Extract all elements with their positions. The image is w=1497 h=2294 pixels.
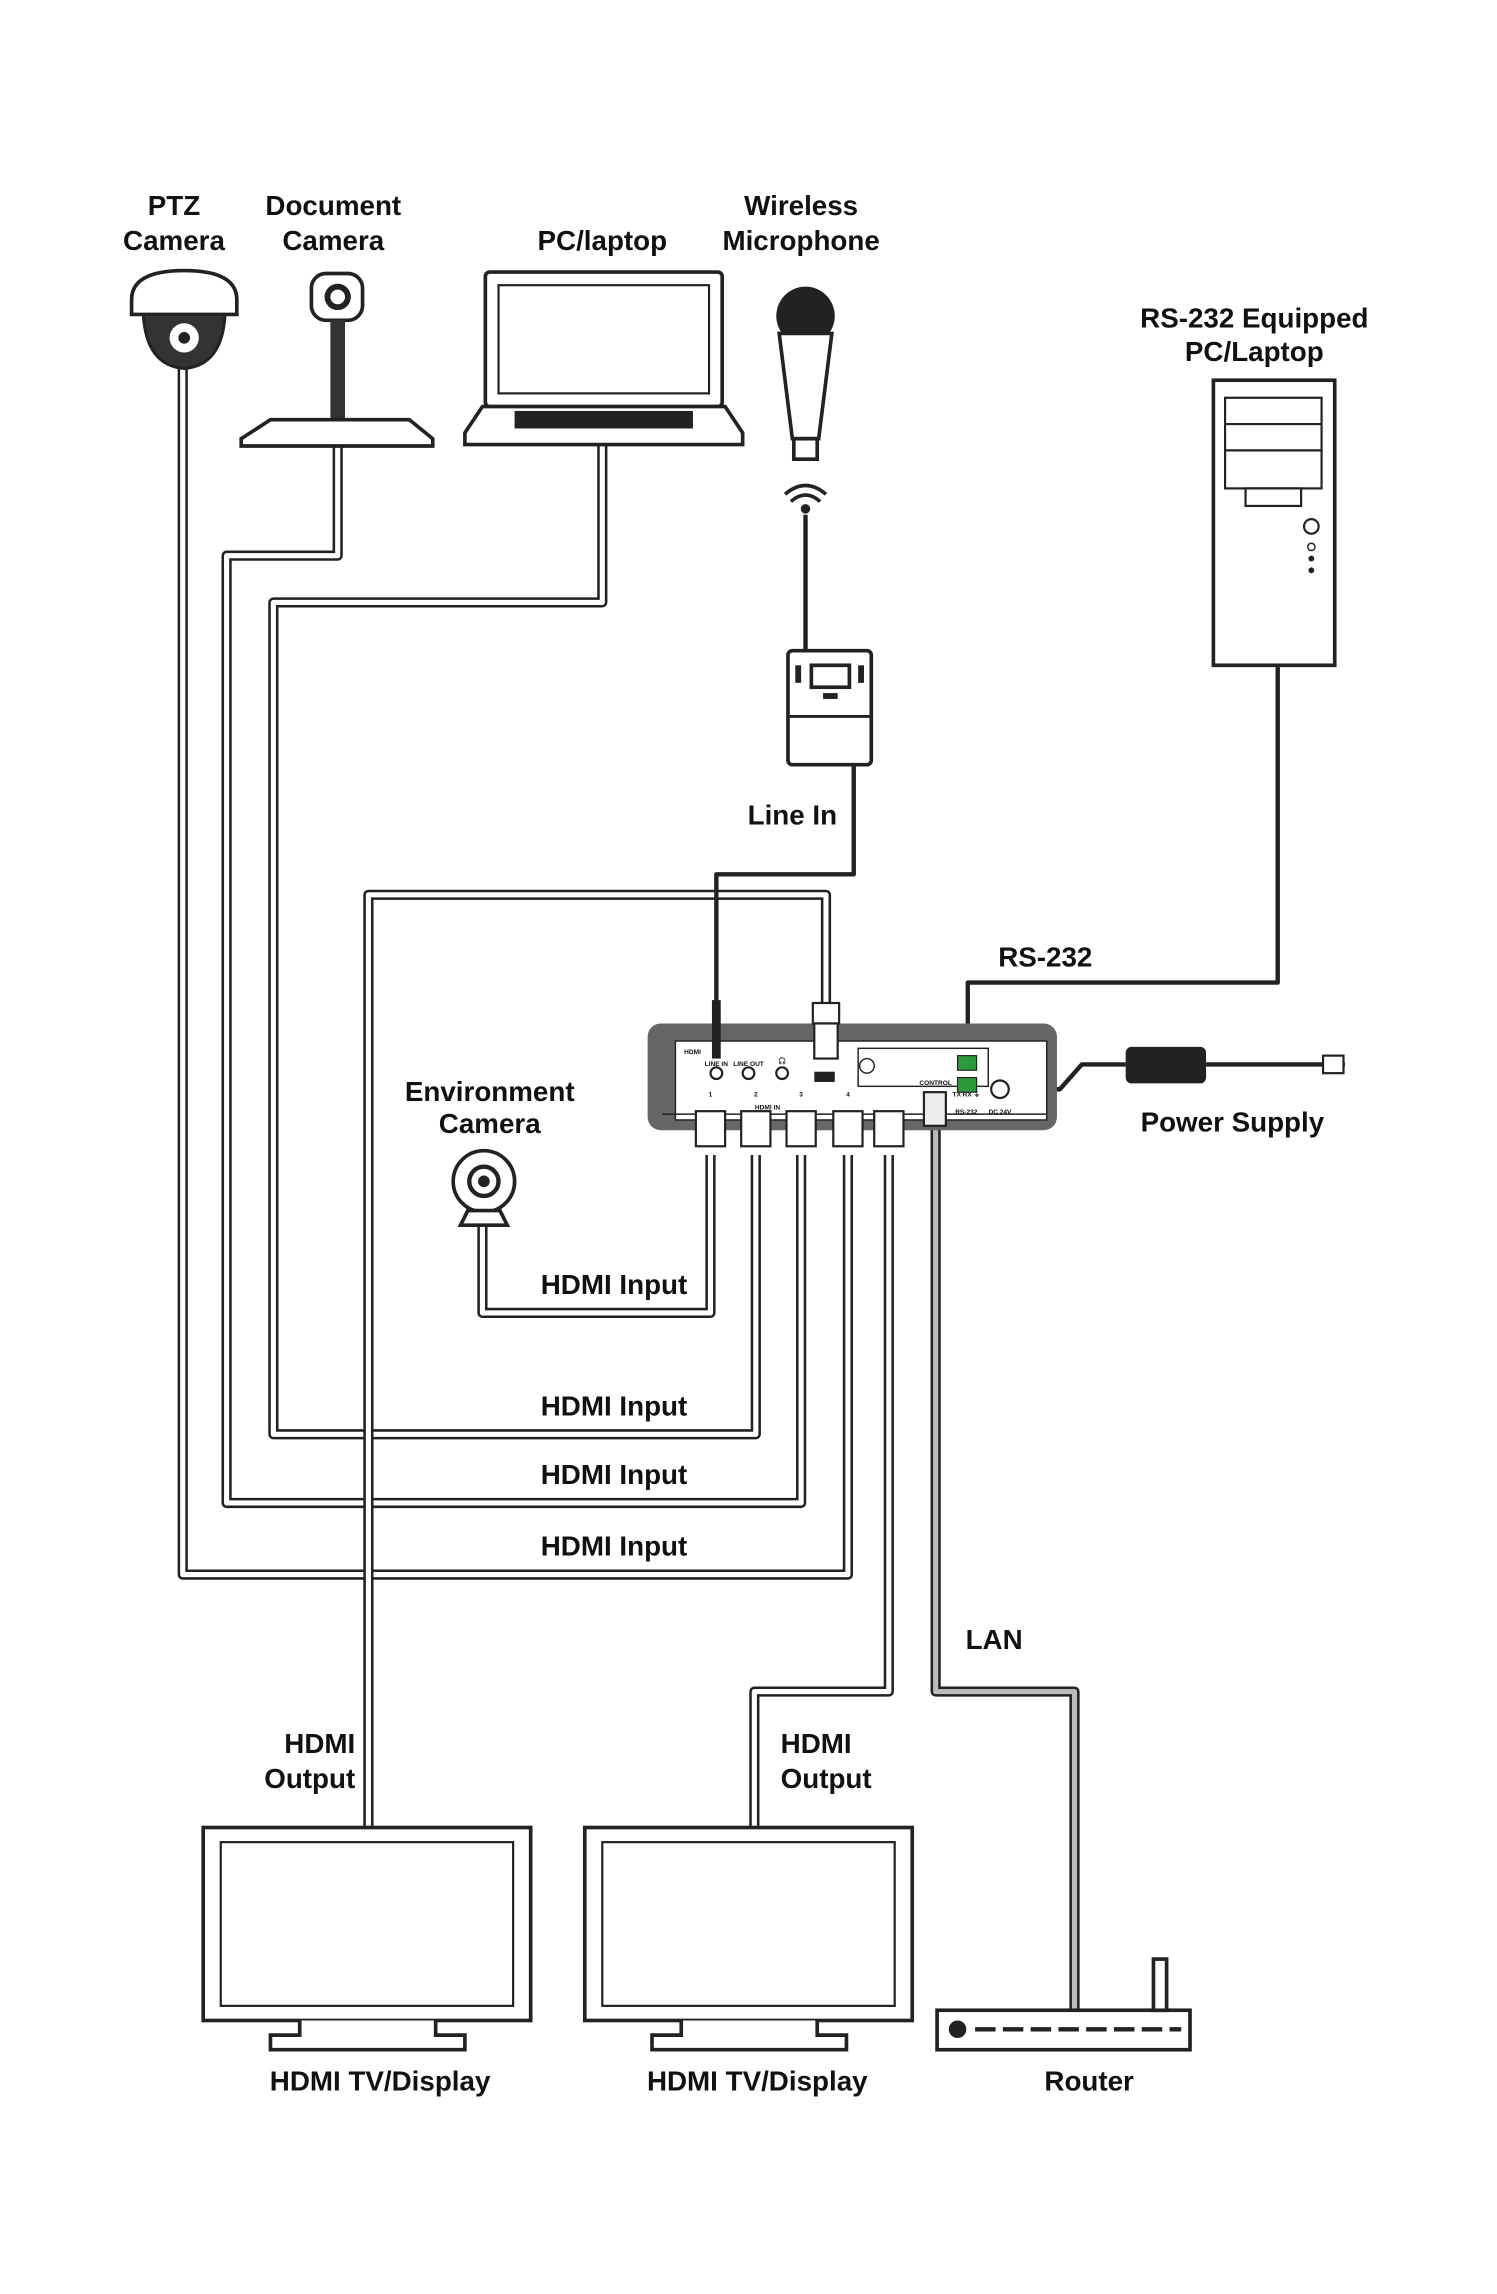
line-in-cable [714, 760, 856, 1009]
labels: PTZ Camera Document Camera PC/laptop Wir… [123, 190, 1368, 2097]
port-4-label: 4 [846, 1092, 850, 1099]
document-camera-label-1: Document [265, 190, 401, 221]
port-3-label: 3 [799, 1092, 803, 1099]
power-adapter-icon [1125, 1046, 1345, 1084]
line-in-label: LINE IN [705, 1061, 729, 1068]
rs232-terminal[interactable] [956, 1076, 978, 1093]
port-2-label: 2 [754, 1092, 758, 1099]
webcam-icon [451, 1148, 517, 1228]
lan-label: LAN [966, 1624, 1023, 1655]
wireless-receiver-icon [786, 648, 874, 767]
line-in-port[interactable] [709, 1066, 724, 1081]
headphone-port[interactable] [775, 1066, 790, 1081]
hdmi-output-2-label-1: HDMI [781, 1728, 852, 1759]
microphone-icon [776, 286, 835, 461]
environment-camera-label-2: Camera [439, 1108, 541, 1139]
ptz-camera-icon [129, 268, 239, 370]
wireless-signal-icon [783, 483, 828, 514]
hdmi-output-2-label-2: Output [781, 1763, 872, 1794]
line-in-label: Line In [748, 800, 837, 831]
rs232-pc-label-2: PC/Laptop [1185, 336, 1324, 367]
power-supply-label: Power Supply [1141, 1107, 1325, 1138]
presentation-switcher-device: HDMI LINE IN LINE OUT 🎧 HDMI IN 1 2 3 4 … [647, 1000, 1057, 1148]
hdmi-input-label-3: HDMI Input [541, 1459, 688, 1490]
display-2-label: HDMI TV/Display [647, 2066, 868, 2097]
headphone-icon: 🎧 [778, 1057, 786, 1065]
hdmi-input-label-1: HDMI Input [541, 1269, 688, 1300]
display-2-icon [582, 1825, 915, 2052]
display-1-label: HDMI TV/Display [270, 2066, 491, 2097]
hdmi-cables [177, 365, 1080, 2011]
ptz-camera-label-2: Camera [123, 225, 225, 256]
hdmi-input-label-4: HDMI Input [541, 1531, 688, 1562]
hdmi-input-label-2: HDMI Input [541, 1390, 688, 1421]
port-1-label: 1 [709, 1092, 713, 1099]
panel-brand: HDMI [684, 1049, 701, 1056]
control-label: CONTROL [919, 1080, 951, 1087]
dc-port[interactable] [990, 1079, 1010, 1100]
router-icon [935, 1957, 1192, 2052]
rs232-cable [965, 665, 1280, 1061]
ptz-camera-label-1: PTZ [148, 190, 200, 221]
pc-tower-icon [1211, 378, 1337, 668]
dc-label: DC 24V [988, 1109, 1012, 1116]
hdmi-output-1-label-1: HDMI [284, 1728, 355, 1759]
hdmi-output-1-label-2: Output [264, 1763, 355, 1794]
hdmi-in-label: HDMI IN [755, 1105, 780, 1112]
rs232-pc-label-1: RS-232 Equipped [1140, 303, 1368, 334]
rs232-pins-label: TX RX ⏚ [952, 1091, 980, 1099]
screw-icon [858, 1057, 875, 1074]
rs232-label: RS-232 [998, 941, 1092, 972]
environment-camera-label-1: Environment [405, 1076, 575, 1107]
wireless-mic-label-1: Wireless [744, 190, 858, 221]
hdmi-out-port[interactable] [814, 1071, 835, 1082]
rs232-port-label: RS-232 [955, 1109, 978, 1116]
pc-laptop-label: PC/laptop [538, 225, 668, 256]
line-out-label: LINE OUT [733, 1061, 764, 1068]
document-camera-icon [239, 271, 435, 448]
laptop-icon [463, 270, 745, 447]
display-1-icon [201, 1825, 533, 2052]
router-label: Router [1044, 2066, 1134, 2097]
line-out-port[interactable] [741, 1066, 756, 1081]
document-camera-label-2: Camera [282, 225, 384, 256]
wireless-mic-label-2: Microphone [722, 225, 879, 256]
